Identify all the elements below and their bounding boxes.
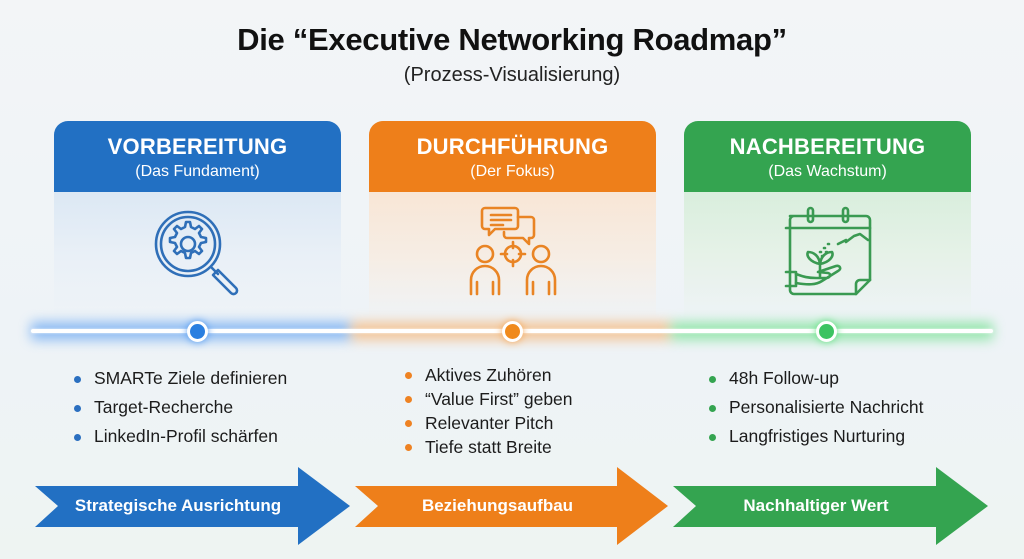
bullet-icon: [74, 405, 81, 412]
phase-title: DURCHFÜHRUNG: [416, 134, 609, 159]
bullet-icon: [74, 434, 81, 441]
phase-subtitle: (Das Wachstum): [768, 163, 887, 180]
phase-list-durchfuehrung: Aktives Zuhören “Value First” geben Rele…: [403, 363, 573, 459]
arrow-label-beziehungsaufbau: Beziehungsaufbau: [421, 496, 574, 515]
bullet-icon: [405, 444, 412, 451]
arrow-label-nachhaltiger-wert: Nachhaltiger Wert: [743, 496, 889, 515]
arrow-nachhaltiger-wert: [673, 467, 988, 545]
phase-card-header: VORBEREITUNG (Das Fundament): [54, 121, 341, 192]
timeline-marker-durchfuehrung: [502, 321, 523, 342]
bullet-icon: [405, 372, 412, 379]
timeline-marker-nachbereitung: [816, 321, 837, 342]
list-item: Aktives Zuhören: [403, 363, 573, 387]
phase-card-body: [684, 192, 971, 321]
list-item: Tiefe statt Breite: [403, 435, 573, 459]
bullet-icon: [405, 396, 412, 403]
list-item: Personalisierte Nachricht: [707, 393, 924, 422]
conversation-target-icon: [469, 206, 556, 296]
arrow-label-strategische-ausrichtung: Strategische Ausrichtung: [74, 496, 282, 515]
phase-card-header: NACHBEREITUNG (Das Wachstum): [684, 121, 971, 192]
phase-list-nachbereitung: 48h Follow-up Personalisierte Nachricht …: [707, 364, 924, 451]
arrow-beziehungsaufbau: [355, 467, 668, 545]
list-item: Target-Recherche: [72, 393, 287, 422]
page-subtitle: (Prozess-Visualisierung): [403, 64, 621, 86]
list-item: Langfristiges Nurturing: [707, 422, 924, 451]
phase-card-header: DURCHFÜHRUNG (Der Fokus): [369, 121, 656, 192]
list-item: “Value First” geben: [403, 387, 573, 411]
page-title: Die “Executive Networking Roadmap”: [237, 22, 787, 57]
phase-arrows: [35, 467, 988, 545]
phase-card-body: [54, 192, 341, 321]
phase-subtitle: (Der Fokus): [470, 163, 555, 180]
phase-subtitle: (Das Fundament): [135, 163, 260, 180]
bullet-icon: [405, 420, 412, 427]
list-item: LinkedIn-Profil schärfen: [72, 422, 287, 451]
calendar-plant-icon: [784, 206, 871, 296]
bullet-icon: [74, 376, 81, 383]
bullet-icon: [709, 434, 716, 441]
phase-title: NACHBEREITUNG: [729, 134, 926, 159]
arrow-strategische-ausrichtung: [35, 467, 350, 545]
timeline: [0, 300, 1024, 360]
phase-card-nachbereitung: NACHBEREITUNG (Das Wachstum): [684, 121, 971, 321]
phase-card-vorbereitung: VORBEREITUNG (Das Fundament): [54, 121, 341, 321]
phase-card-body: [369, 192, 656, 321]
magnifier-gear-icon: [154, 210, 238, 296]
list-item: Relevanter Pitch: [403, 411, 573, 435]
bullet-icon: [709, 405, 716, 412]
phase-title: VORBEREITUNG: [107, 134, 288, 159]
bullet-icon: [709, 376, 716, 383]
list-item: 48h Follow-up: [707, 364, 924, 393]
phase-card-durchfuehrung: DURCHFÜHRUNG (Der Fokus): [369, 121, 656, 321]
phase-list-vorbereitung: SMARTe Ziele definieren Target-Recherche…: [72, 364, 287, 451]
timeline-marker-vorbereitung: [187, 321, 208, 342]
list-item: SMARTe Ziele definieren: [72, 364, 287, 393]
